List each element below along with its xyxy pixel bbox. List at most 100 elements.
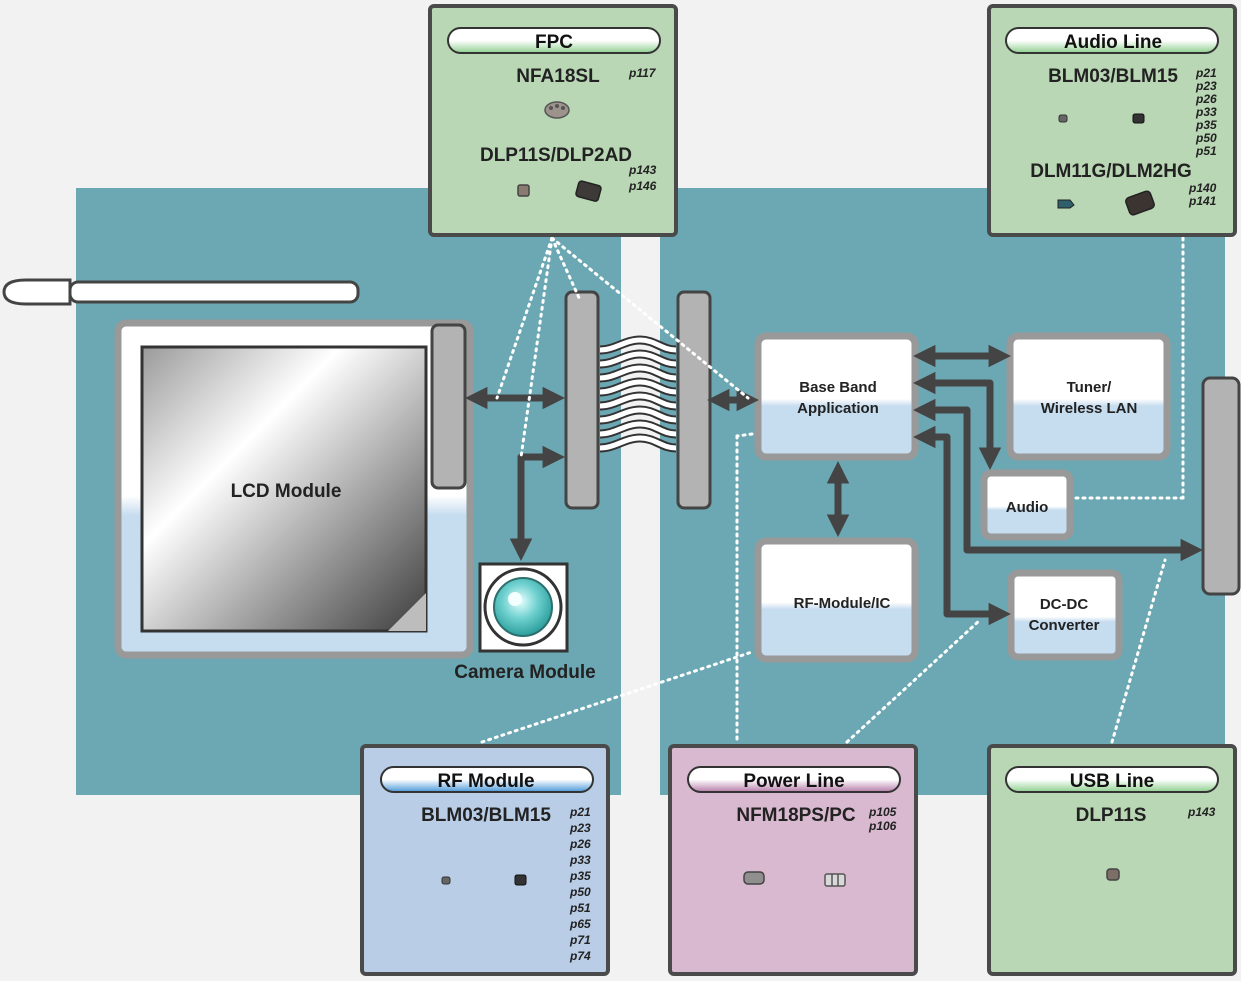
baseband-block: Base Band Application [754, 332, 919, 461]
audio-label: Audio [1006, 499, 1049, 516]
page-ref: p21 [569, 805, 591, 819]
chip-blm03-icon [1058, 114, 1068, 123]
dcdc-label-1: DC-DC [1040, 596, 1088, 613]
page-ref: p74 [569, 949, 591, 963]
rf-module-panel: RF Module BLM03/BLM15 p21 p23 p26 p33 p35 p50… [360, 744, 610, 976]
rf-module-title-pill [380, 766, 594, 793]
ribbon-wire [599, 337, 677, 353]
audio-line-title-pill [1005, 27, 1219, 54]
ribbon-wire [599, 365, 677, 381]
fpc-title-pill [447, 27, 661, 54]
page-ref: p65 [569, 917, 591, 931]
chip-nfm18ps-icon [743, 871, 765, 885]
chip-blm15-icon [1132, 113, 1145, 124]
page-ref: p23 [569, 821, 591, 835]
chip-dlm2hg-icon [1125, 190, 1155, 216]
usb-line-title-pill [1005, 766, 1219, 793]
usb-line-pages1: p143 [1187, 805, 1216, 819]
chip-rf-blm03-icon [441, 876, 451, 885]
page-ref: p140 [1188, 181, 1217, 195]
usb-line-part1: DLP11S [1076, 805, 1147, 826]
rf-module-part1: BLM03/BLM15 [421, 805, 551, 826]
fpc-title: FPC [535, 32, 573, 53]
page-ref: p26 [1195, 92, 1217, 106]
page-ref: p35 [569, 869, 591, 883]
usb-connector [1201, 376, 1241, 596]
page-ref: p71 [569, 933, 591, 947]
usb-line-panel: USB Line DLP11S p143 [987, 744, 1237, 976]
lcd-module: LCD Module [114, 319, 474, 659]
page-ref: p141 [1188, 194, 1217, 208]
fpc-pages2: p143 p146 [628, 163, 657, 193]
page-ref: p50 [569, 885, 591, 899]
dcdc-block: DC-DC Converter [1007, 569, 1123, 661]
board-right [660, 188, 1225, 795]
page-ref: p33 [1195, 105, 1217, 119]
ribbon-wire [599, 435, 677, 451]
tuner-block: Tuner/ Wireless LAN [1006, 332, 1171, 461]
page-ref: p143 [628, 163, 657, 177]
fpc-connector-left [564, 290, 600, 510]
callout-lines [480, 236, 1185, 744]
signal-arrows [465, 344, 1203, 626]
page-ref: p143 [1187, 805, 1216, 819]
page-ref: p117 [628, 66, 657, 80]
chip-nfa18sl-icon [544, 101, 570, 119]
dcdc-label-2: Converter [1029, 617, 1100, 634]
lcd-connector [430, 323, 467, 490]
tuner-label-1: Tuner/ [1067, 379, 1113, 396]
page-ref: p50 [1195, 131, 1217, 145]
audio-line-part2: DLM11G/DLM2HG [1030, 161, 1192, 182]
power-line-part1: NFM18PS/PC [736, 805, 856, 826]
camera-module-label: Camera Module [454, 662, 595, 683]
arrow-camera-fpc [509, 445, 565, 561]
page-ref: p51 [1195, 144, 1217, 158]
page-ref: p105 [868, 805, 897, 819]
fpc-part1: NFA18SL [516, 66, 600, 87]
page-ref: p33 [569, 853, 591, 867]
ribbon-wire [599, 421, 677, 437]
ribbon-wire [599, 393, 677, 409]
arrow-baseband-dcdc [913, 425, 1011, 626]
page-ref: p21 [1195, 66, 1217, 80]
chip-usb-dlp11s-icon [1106, 868, 1120, 881]
lcd-module-label: LCD Module [231, 481, 342, 502]
rf-ic-label: RF-Module/IC [794, 595, 891, 612]
page-ref: p23 [1195, 79, 1217, 93]
chip-dlm11g-icon [1057, 199, 1075, 209]
fpc-part2: DLP11S/DLP2AD [480, 145, 632, 166]
fpc-panel: FPC NFA18SL p117 DLP11S/DLP2AD p143 p146 [428, 4, 678, 237]
power-line-title: Power Line [743, 771, 844, 792]
ribbon-wire [599, 407, 677, 423]
fpc-connector-right [676, 290, 712, 510]
camera-module [478, 562, 569, 653]
ribbon-wire [599, 379, 677, 395]
fpc-pages1: p117 [628, 66, 657, 80]
page-ref: p106 [868, 819, 897, 833]
ribbon-wire [599, 351, 677, 367]
baseband-label-2: Application [797, 400, 879, 417]
chip-dlp11s-icon [517, 184, 530, 197]
power-line-title-pill [687, 766, 901, 793]
rf-module-pages1: p21 p23 p26 p33 p35 p50 p51 p65 p71 p74 [569, 805, 591, 963]
chip-dlp2ad-icon [575, 180, 602, 202]
page-ref: p51 [569, 901, 591, 915]
chip-nfm18pc-icon [824, 873, 846, 887]
audio-block: Audio [980, 469, 1074, 541]
usb-line-title: USB Line [1070, 771, 1154, 792]
rf-module-title: RF Module [437, 771, 534, 792]
tuner-label-2: Wireless LAN [1041, 400, 1138, 417]
chip-rf-blm15-icon [514, 874, 527, 886]
rf-ic-block: RF-Module/IC [754, 537, 919, 663]
baseband-label-1: Base Band [799, 379, 877, 396]
page-ref: p26 [569, 837, 591, 851]
antenna-icon [2, 278, 360, 306]
page-ref: p146 [628, 179, 657, 193]
audio-line-title: Audio Line [1064, 32, 1162, 53]
